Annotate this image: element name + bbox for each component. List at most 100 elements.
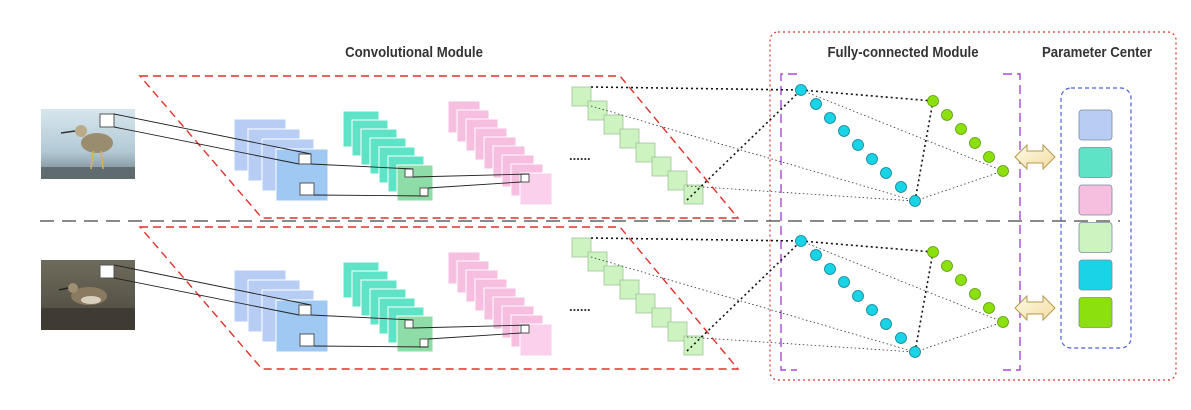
fc-neuron-cyan: [895, 332, 907, 344]
fc-neuron-green: [969, 137, 981, 149]
fc-neuron-cyan: [838, 276, 850, 288]
fc-neuron-cyan: [824, 263, 836, 275]
kernel-box: [419, 338, 429, 348]
ellipsis-label: ......: [569, 299, 591, 314]
fc-neuron-green: [927, 246, 939, 258]
bird-beak: [58, 287, 69, 291]
row-top: [41, 75, 1056, 219]
param-swatch: [1078, 109, 1113, 141]
fc-layers: [590, 84, 1009, 207]
fc-connection: [800, 240, 1004, 323]
fc-neuron-cyan: [810, 249, 822, 261]
feature-square: [667, 170, 688, 191]
fc-neuron-cyan: [880, 318, 892, 330]
conv-module-frame: [138, 226, 740, 370]
network-rows: ............: [41, 75, 1056, 370]
fc-neuron-green: [997, 165, 1009, 177]
projection-line: [310, 314, 414, 321]
fc-neuron-cyan: [852, 290, 864, 302]
fc-layers: [590, 235, 1009, 358]
projection-line: [427, 181, 522, 189]
projection-line: [412, 324, 530, 329]
kernel-box: [520, 173, 530, 183]
projection-line: [313, 194, 429, 197]
bird-body: [81, 133, 113, 153]
fc-neuron-cyan: [880, 167, 892, 179]
kernel-box: [419, 187, 429, 197]
param-swatch: [1078, 222, 1113, 253]
double-arrow-icon: [1014, 143, 1056, 171]
fc-connection: [914, 251, 934, 353]
param-center-title: Parameter Center: [1041, 44, 1153, 61]
feature-square: [571, 237, 592, 258]
fc-module-title: Fully-connected Module: [827, 44, 979, 61]
fc-connection: [590, 237, 802, 242]
kernel-box: [298, 153, 312, 165]
fc-neuron-green: [983, 151, 995, 163]
fc-neuron-cyan: [866, 304, 878, 316]
feature-square: [635, 142, 656, 163]
conv-block-3: [447, 251, 553, 357]
ellipsis-label: ......: [569, 148, 591, 163]
fc-neuron-green: [997, 316, 1009, 328]
fc-connection: [800, 240, 934, 253]
fc-neuron-green: [941, 260, 953, 272]
receptive-field: [99, 264, 115, 279]
fc-neuron-cyan: [866, 153, 878, 165]
feature-square: [683, 335, 704, 356]
fc-neuron-green: [983, 302, 995, 314]
bird-leg: [100, 150, 104, 170]
conv-module-frame: [138, 75, 740, 219]
fc-neuron-cyan: [824, 112, 836, 124]
feature-square: [667, 321, 688, 342]
feature-square: [619, 279, 640, 300]
fc-neuron-cyan: [852, 139, 864, 151]
projection-line: [412, 173, 530, 178]
bird-belly: [81, 296, 101, 304]
kernel-box: [299, 182, 315, 196]
feature-square: [651, 156, 672, 177]
fc-neuron-cyan: [895, 181, 907, 193]
fc-connection: [686, 89, 802, 201]
fc-neuron-cyan: [810, 98, 822, 110]
projection-line: [113, 113, 312, 155]
feature-square: [683, 184, 704, 205]
kernel-box: [404, 168, 414, 178]
fc-connection: [914, 100, 934, 202]
fc-connection: [914, 170, 1004, 202]
fc-connection: [590, 86, 802, 91]
feature-square: [603, 114, 624, 135]
bird-standing-photo: [41, 109, 135, 179]
photo-ground: [41, 308, 135, 330]
fc-neuron-green: [955, 274, 967, 286]
fc-neuron-green: [955, 123, 967, 135]
photo-ground: [41, 167, 135, 179]
fc-neuron-green: [941, 109, 953, 121]
row-bottom: [41, 226, 1056, 370]
bird-on-rocks-photo: [41, 260, 135, 330]
fc-connection: [800, 89, 934, 102]
bird-leg: [90, 150, 94, 170]
bird-head: [68, 283, 78, 293]
feature-square: [571, 86, 592, 107]
param-swatch: [1078, 297, 1113, 328]
param-swatch: [1078, 259, 1113, 291]
feature-square: [603, 265, 624, 286]
fc-bracket-left: [780, 73, 797, 371]
feature-square: [619, 128, 640, 149]
fc-neuron-green: [969, 288, 981, 300]
feature-square: [651, 307, 672, 328]
feature-square: [635, 293, 656, 314]
kernel-box: [404, 319, 414, 329]
bird-head: [75, 125, 87, 137]
double-arrow-icon: [1014, 294, 1056, 322]
outer-module-frame: [769, 31, 1177, 381]
fc-neuron-green: [927, 95, 939, 107]
fc-neuron-cyan: [838, 125, 850, 137]
conv-block-4: [571, 237, 704, 356]
fc-neuron-cyan: [909, 195, 921, 207]
receptive-field: [99, 113, 115, 128]
fc-connection: [914, 321, 1004, 353]
param-swatch: [1078, 147, 1113, 178]
